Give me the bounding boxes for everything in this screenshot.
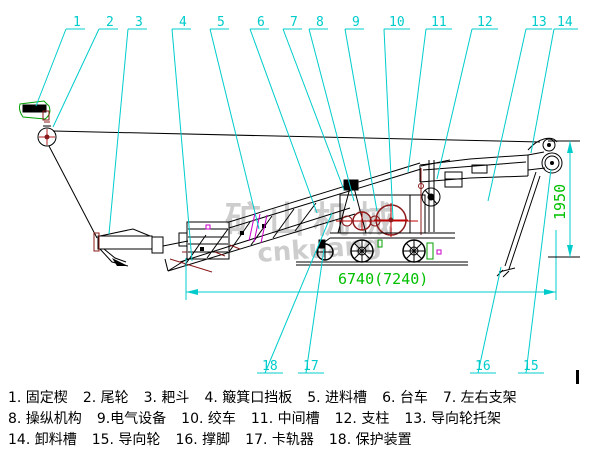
- callout-label-6: 6: [257, 15, 265, 30]
- dustpan-baffle: [205, 212, 268, 244]
- callout-leader: [35, 28, 67, 107]
- callout-leader: [209, 28, 260, 230]
- callout-leader: [487, 28, 527, 202]
- legend-item: 18. 保护装置: [328, 432, 412, 448]
- parts-legend: 1. 固定楔 2. 尾轮 3. 耙斗 4. 簸箕口挡板 5. 进料槽 6. 台车 7. 左右…: [8, 388, 598, 451]
- callout-label-1: 1: [73, 15, 81, 30]
- callout-leader: [171, 28, 193, 262]
- legend-item: 7. 左右支架: [442, 390, 517, 406]
- callout-label-7: 7: [290, 15, 298, 30]
- legend-item: 2. 尾轮: [82, 390, 129, 406]
- dim-length-label: 6740(7240): [338, 270, 428, 288]
- winch: [336, 203, 418, 237]
- legend-item: 6. 台车: [382, 390, 428, 406]
- diagram-svg: 矿山机械 cnkuang: [18, 15, 580, 374]
- callout-leader: [308, 28, 355, 202]
- callout-leader: [525, 168, 552, 374]
- callout-label-4: 4: [179, 15, 187, 30]
- legend-item: 5. 进料槽: [307, 390, 368, 406]
- callout-label-9: 9: [352, 15, 360, 30]
- callout-label-2: 2: [106, 15, 114, 30]
- legend-item: 13. 导向轮托架: [404, 411, 502, 427]
- legend-item: 17. 卡轨器: [245, 432, 314, 448]
- callout-leader: [52, 28, 100, 128]
- discharge-boom: [419, 154, 529, 183]
- callout-label-14: 14: [557, 15, 573, 30]
- callout-leader: [477, 266, 502, 374]
- fixed-wedge: [18, 100, 51, 121]
- corner-tick: [576, 370, 579, 384]
- support-strut: [496, 171, 541, 278]
- callout-label-8: 8: [316, 15, 324, 30]
- trolley-wheels: [316, 239, 426, 263]
- legend-item: 14. 卸料槽: [8, 432, 77, 448]
- dimension-length: 6740(7240): [185, 230, 557, 300]
- legend-item: 12. 支柱: [334, 411, 390, 427]
- legend-item: 15. 导向轮: [91, 432, 161, 448]
- legend-item: 16. 撑脚: [175, 432, 231, 448]
- callout-leader: [249, 28, 318, 214]
- callout-leader: [530, 28, 555, 154]
- callout-label-16: 16: [475, 359, 491, 374]
- legend-item: 4. 簸箕口挡板: [204, 390, 293, 406]
- callout-leader: [344, 28, 378, 212]
- callout-label-11: 11: [431, 15, 447, 30]
- callout-leader: [305, 248, 325, 374]
- callout-leader: [407, 28, 427, 173]
- callout-leader: [436, 28, 473, 180]
- callout-leader: [282, 28, 345, 191]
- tail-wheel: [37, 121, 57, 147]
- callout-label-10: 10: [389, 15, 405, 30]
- legend-item: 1. 固定楔: [8, 390, 68, 406]
- callout-label-3: 3: [135, 15, 143, 30]
- legend-row-1: 1. 固定楔 2. 尾轮 3. 耙斗 4. 簸箕口挡板 5. 进料槽 6. 台车 7. 左右…: [8, 388, 598, 409]
- legend-item: 8. 操纵机构: [8, 411, 82, 427]
- callout-leader: [383, 28, 394, 220]
- callout-label-13: 13: [531, 15, 547, 30]
- legend-row-3: 14. 卸料槽 15. 导向轮 16. 撑脚 17. 卡轨器 18. 保护装置: [8, 430, 598, 451]
- legend-item: 10. 绞车: [181, 411, 236, 427]
- callout-leader: [264, 212, 333, 374]
- callout-label-17: 17: [303, 359, 319, 374]
- prop-post: [428, 160, 435, 232]
- bucket-link-rope: [162, 240, 189, 247]
- scraper-bucket: [93, 228, 164, 267]
- middle-trough: [164, 162, 422, 273]
- callout-label-12: 12: [477, 15, 493, 30]
- legend-row-2: 8. 操纵机构 9.电气设备 10. 绞车 11. 中间槽 12. 支柱 13. 导向轮托…: [8, 409, 598, 430]
- callout-label-5: 5: [217, 15, 225, 30]
- callout-label-15: 15: [523, 359, 539, 374]
- dim-height-label: 1950: [551, 184, 569, 220]
- dimension-height: 1950: [548, 140, 580, 258]
- callout-leader: [108, 28, 129, 235]
- legend-item: 3. 耙斗: [143, 390, 190, 406]
- legend-item: 9.电气设备: [96, 411, 167, 427]
- haul-rope-main: [52, 130, 541, 143]
- legend-item: 11. 中间槽: [250, 411, 320, 427]
- feed-chute: [178, 221, 230, 260]
- haul-rope-lower: [48, 145, 98, 239]
